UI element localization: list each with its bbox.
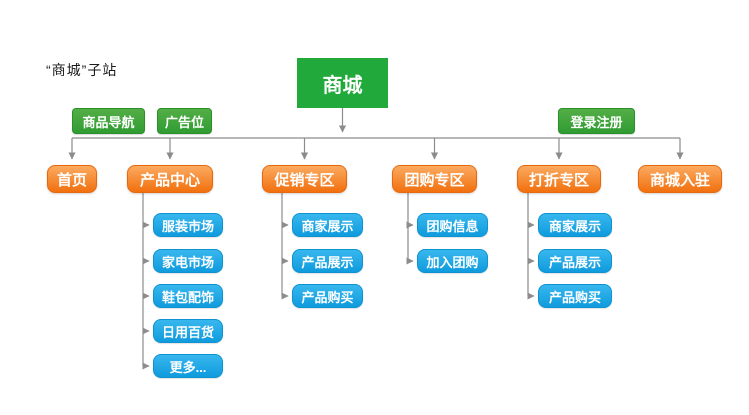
node-discount-product-display: 产品展示 xyxy=(538,249,612,273)
node-daily-goods: 日用百货 xyxy=(153,319,223,343)
node-promo-merchant-display: 商家展示 xyxy=(292,213,363,237)
node-ad-slot: 广告位 xyxy=(157,108,212,134)
node-appliance-market: 家电市场 xyxy=(153,249,223,273)
node-clothing-market: 服装市场 xyxy=(153,213,223,237)
node-discount-merchant-display: 商家展示 xyxy=(538,213,612,237)
node-product-nav: 商品导航 xyxy=(72,108,145,134)
node-login-register: 登录注册 xyxy=(558,108,635,134)
node-discount-product-purchase: 产品购买 xyxy=(538,284,612,308)
node-merchant-entry: 商城入驻 xyxy=(638,165,722,193)
node-promo-zone: 促销专区 xyxy=(262,165,347,193)
node-home: 首页 xyxy=(47,165,97,193)
node-shoes-bags-accessories: 鞋包配饰 xyxy=(153,284,223,308)
node-product-center: 产品中心 xyxy=(127,165,213,193)
node-groupbuy-zone: 团购专区 xyxy=(392,165,477,193)
node-promo-product-display: 产品展示 xyxy=(292,249,363,273)
diagram-title: “商城”子站 xyxy=(46,62,118,78)
node-promo-product-purchase: 产品购买 xyxy=(292,284,363,308)
root-node-mall: 商城 xyxy=(297,58,388,108)
node-more: 更多... xyxy=(153,354,223,378)
node-discount-zone: 打折专区 xyxy=(517,165,601,193)
node-groupbuy-info: 团购信息 xyxy=(417,213,488,237)
node-join-groupbuy: 加入团购 xyxy=(417,249,488,273)
